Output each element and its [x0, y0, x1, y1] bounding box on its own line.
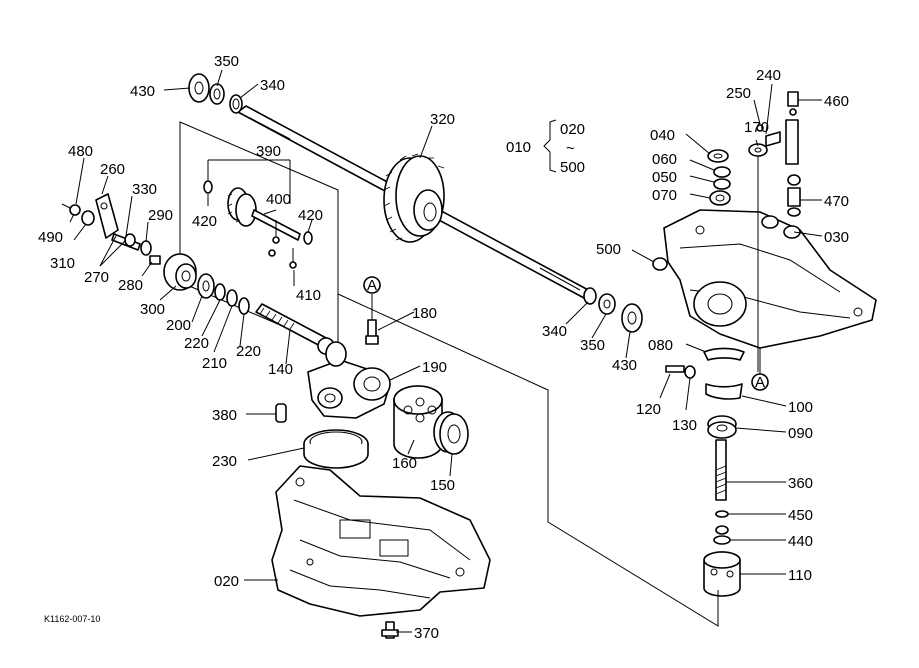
leader-lines [69, 69, 823, 633]
label-220-a: 220 [184, 335, 209, 352]
label-060: 060 [652, 151, 677, 168]
part-440 [713, 525, 731, 545]
ring-450 [715, 510, 729, 518]
label-170: 170 [744, 119, 769, 136]
label-080: 080 [648, 337, 673, 354]
washer-set-left [188, 73, 243, 114]
label-390: 390 [256, 143, 281, 160]
washer-set-right [583, 287, 643, 333]
label-090: 090 [788, 425, 813, 442]
valve-stack-040-070 [707, 149, 731, 206]
label-020: 020 [214, 573, 239, 590]
label-040: 040 [650, 127, 675, 144]
valve-460-470 [785, 91, 801, 217]
label-470: 470 [824, 193, 849, 210]
label-300: 300 [140, 301, 165, 318]
label-150: 150 [430, 477, 455, 494]
label-290: 290 [148, 207, 173, 224]
label-420-right: 420 [298, 207, 323, 224]
pin-180 [365, 319, 379, 345]
label-420-left: 420 [192, 213, 217, 230]
label-340-left: 340 [260, 77, 285, 94]
label-230: 230 [212, 453, 237, 470]
label-270: 270 [84, 269, 109, 286]
label-010: 010 [506, 139, 531, 156]
cylinder-block-160 [393, 385, 443, 459]
part-labels: 010 020 ~ 500 430 350 340 320 390 400 42… [38, 53, 849, 642]
label-370: 370 [414, 625, 439, 642]
label-340-right: 340 [542, 323, 567, 340]
label-070: 070 [652, 187, 677, 204]
reference-marker-a-right [751, 373, 769, 391]
label-210: 210 [202, 355, 227, 372]
dowel-380 [275, 403, 287, 423]
label-490: 490 [38, 229, 63, 246]
label-020-range-sep: ~ [566, 140, 575, 157]
label-110: 110 [788, 567, 812, 584]
gear-shaft-group-400 [203, 180, 313, 269]
label-220-b: 220 [236, 343, 261, 360]
shift-linkage-left [61, 193, 250, 315]
block-110 [703, 551, 741, 597]
label-360: 360 [788, 475, 813, 492]
label-200: 200 [166, 317, 191, 334]
label-030: 030 [824, 229, 849, 246]
label-050: 050 [652, 169, 677, 186]
label-160: 160 [392, 455, 417, 472]
label-320: 320 [430, 111, 455, 128]
label-410: 410 [296, 287, 321, 304]
center-block-190 [307, 341, 391, 419]
label-190: 190 [422, 359, 447, 376]
pinion-shaft-360 [715, 439, 727, 501]
label-500: 500 [596, 241, 621, 258]
drawing-code: K1162-007-10 [44, 614, 100, 624]
label-120: 120 [636, 401, 661, 418]
label-380: 380 [212, 407, 237, 424]
label-020-range-start: 020 [560, 121, 585, 138]
label-460: 460 [824, 93, 849, 110]
label-100: 100 [788, 399, 813, 416]
label-480: 480 [68, 143, 93, 160]
label-430-right: 430 [612, 357, 637, 374]
label-240: 240 [756, 67, 781, 84]
reference-marker-a-right-text: A [755, 374, 765, 391]
bearing-150 [433, 411, 469, 455]
seal-ring-230 [303, 429, 369, 469]
label-430-left: 430 [130, 83, 155, 100]
label-330: 330 [132, 181, 157, 198]
label-260: 260 [100, 161, 125, 178]
bolt-370 [381, 621, 399, 639]
label-440: 440 [788, 533, 813, 550]
bearing-090 [707, 415, 737, 439]
label-400: 400 [266, 191, 291, 208]
bushing-080-100 [703, 347, 745, 400]
label-280: 280 [118, 277, 143, 294]
label-020-range-end: 500 [560, 159, 585, 176]
label-350-left: 350 [214, 53, 239, 70]
reference-marker-a-left [363, 276, 381, 294]
label-310: 310 [50, 255, 75, 272]
bolt-120-130 [665, 365, 696, 379]
label-180: 180 [412, 305, 437, 322]
axle-shaft-320 [237, 105, 593, 299]
reference-marker-a-left-text: A [367, 277, 377, 294]
lower-housing-020 [271, 465, 491, 617]
label-450: 450 [788, 507, 813, 524]
input-shaft-140 [255, 303, 335, 355]
label-350-right: 350 [580, 337, 605, 354]
label-140: 140 [268, 361, 293, 378]
label-250: 250 [726, 85, 751, 102]
upper-housing-030 [663, 209, 877, 349]
plug-500 [652, 257, 668, 271]
label-130: 130 [672, 417, 697, 434]
